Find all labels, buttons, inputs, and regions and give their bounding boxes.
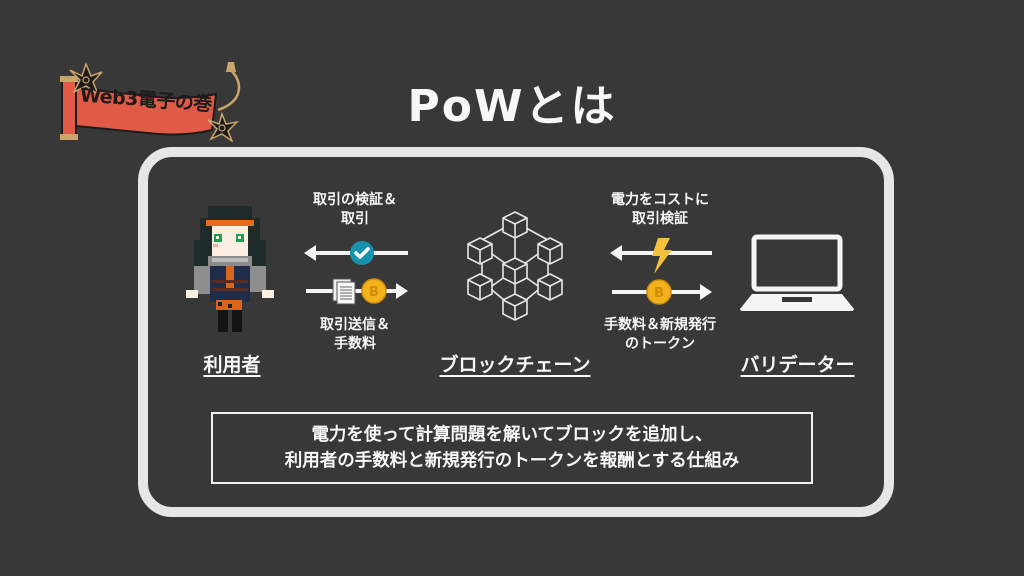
right-top-arrow	[610, 238, 712, 274]
bitcoin-icon: B	[361, 278, 387, 304]
blockchain-cubes-icon	[467, 211, 563, 321]
right-top-label-line2: 取引検証	[632, 211, 688, 227]
actor-label-user: 利用者	[203, 354, 261, 376]
right-top-label: 電力をコストに 取引検証	[590, 191, 730, 229]
right-bottom-label-line1: 手数料＆新規発行	[604, 317, 716, 333]
right-top-label-line1: 電力をコストに	[611, 192, 709, 208]
summary-box: 電力を使って計算問題を解いてブロックを追加し、 利用者の手数料と新規発行のトーク…	[211, 412, 813, 484]
pixel-character-icon	[186, 206, 274, 332]
left-top-label-line1: 取引の検証＆	[313, 192, 397, 208]
series-banner: Web3電子の巻	[48, 58, 248, 144]
page-title: PoWとは	[407, 81, 617, 132]
right-bottom-arrow: B	[612, 279, 712, 305]
left-top-label-line2: 取引	[341, 211, 369, 227]
left-top-label: 取引の検証＆ 取引	[290, 191, 420, 229]
left-bottom-arrow: B	[306, 278, 408, 305]
summary-line1: 電力を使って計算問題を解いてブロックを追加し、	[311, 425, 713, 445]
left-bottom-label: 取引送信＆ 手数料	[295, 316, 415, 354]
document-icon	[332, 278, 356, 305]
right-bottom-label-line2: のトークン	[625, 336, 695, 352]
actor-label-validator: バリデーター	[740, 354, 855, 376]
left-bottom-label-line2: 手数料	[334, 336, 376, 352]
svg-text:B: B	[654, 286, 664, 301]
user-character	[186, 200, 276, 335]
summary-line2: 利用者の手数料と新規発行のトークンを報酬とする仕組み	[284, 451, 740, 471]
actor-label-blockchain: ブロックチェーン	[439, 354, 591, 376]
right-bottom-label: 手数料＆新規発行 のトークン	[585, 316, 735, 354]
laptop-icon	[740, 234, 854, 311]
checkmark-icon	[350, 241, 374, 265]
left-bottom-label-line1: 取引送信＆	[320, 317, 390, 333]
svg-text:B: B	[369, 285, 379, 300]
lightning-icon	[652, 238, 672, 274]
scroll-banner-icon	[60, 61, 241, 144]
bitcoin-icon: B	[646, 279, 672, 305]
left-top-arrow	[304, 241, 408, 265]
diagram-panel	[138, 147, 894, 517]
